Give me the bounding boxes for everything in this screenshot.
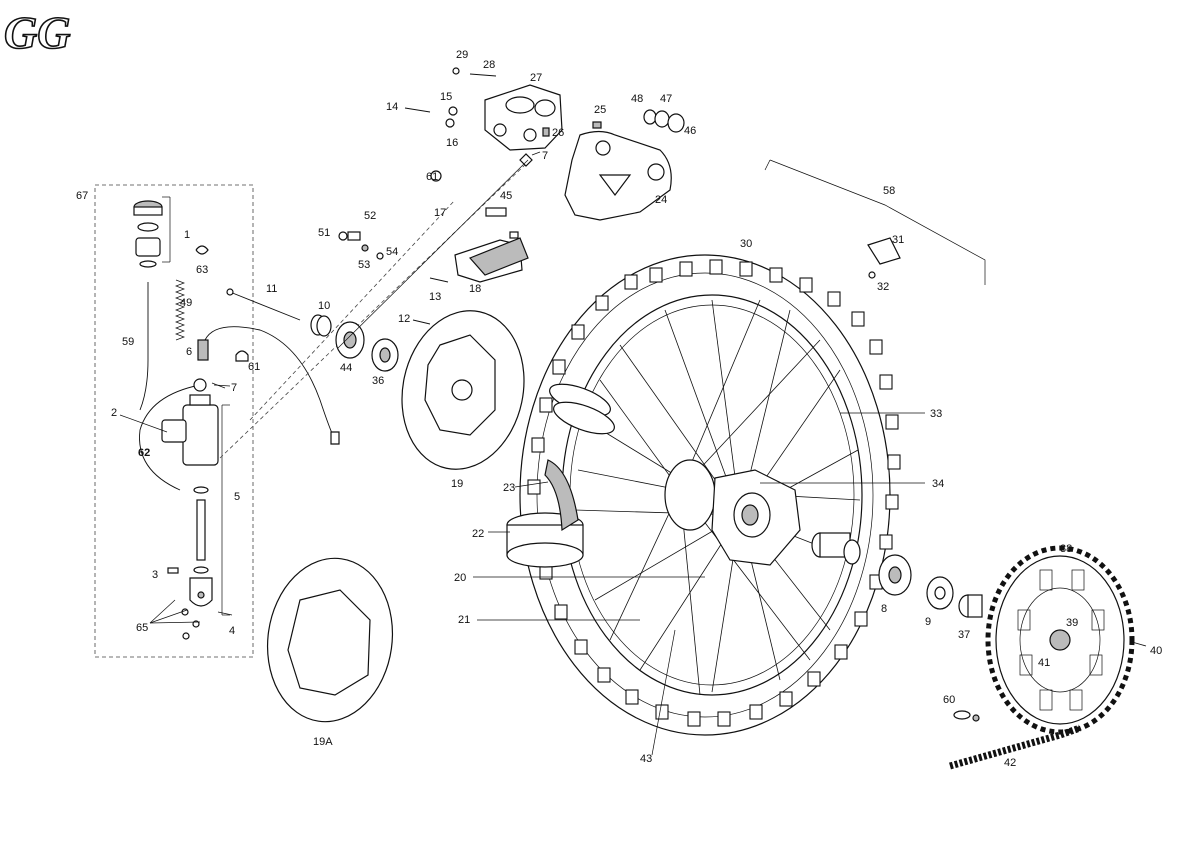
bearing-8 xyxy=(878,554,912,596)
callout-12: 12 xyxy=(398,313,410,325)
callout-36: 36 xyxy=(372,375,384,387)
chain-guard-piece xyxy=(867,237,901,279)
group-67-outline xyxy=(94,184,254,658)
seal-44 xyxy=(335,321,365,359)
callout-25: 25 xyxy=(594,104,606,116)
callout-10: 10 xyxy=(318,300,330,312)
callout-29: 29 xyxy=(456,49,468,61)
brake-disc-19 xyxy=(401,310,525,470)
rear-wheel xyxy=(519,254,901,736)
callout-26: 26 xyxy=(552,127,564,139)
callout-30: 30 xyxy=(740,238,752,250)
callout-38: 38 xyxy=(1060,543,1072,555)
callout-47: 47 xyxy=(660,93,672,105)
callout-41: 41 xyxy=(1038,657,1050,669)
spacer-37 xyxy=(958,594,983,618)
callout-45: 45 xyxy=(500,190,512,202)
callout-61b: 61 xyxy=(426,171,438,183)
callout-22: 22 xyxy=(472,528,484,540)
rim-tape-22 xyxy=(506,512,584,568)
callout-54: 54 xyxy=(386,246,398,258)
brand-logo: GG xyxy=(3,6,71,59)
callout-18: 18 xyxy=(469,283,481,295)
callout-39: 39 xyxy=(1066,617,1078,629)
rim-band xyxy=(549,383,615,435)
pad-pin xyxy=(338,231,384,260)
callout-11: 11 xyxy=(266,283,277,295)
callout-3: 3 xyxy=(152,569,158,581)
callout-61a: 61 xyxy=(248,361,260,373)
brake-caliper xyxy=(404,67,563,182)
callout-31: 31 xyxy=(892,234,904,246)
sprocket xyxy=(985,545,1135,735)
callout-13: 13 xyxy=(429,291,441,303)
bearing-36 xyxy=(371,338,399,372)
callout-62: 62 xyxy=(138,447,150,459)
callout-32: 32 xyxy=(877,281,889,293)
leader-lines xyxy=(119,151,925,756)
callout-8: 8 xyxy=(881,603,887,615)
callout-46: 46 xyxy=(684,125,696,137)
callout-9: 9 xyxy=(925,616,931,628)
callout-20: 20 xyxy=(454,572,466,584)
kit-58-bracket xyxy=(764,159,986,285)
callout-28: 28 xyxy=(483,59,495,71)
callout-17: 17 xyxy=(434,207,446,219)
callout-21: 21 xyxy=(458,614,470,626)
callout-53: 53 xyxy=(358,259,370,271)
callout-7b: 7 xyxy=(542,150,548,162)
callout-43: 43 xyxy=(640,753,652,765)
brake-hose xyxy=(204,326,336,441)
callout-44: 44 xyxy=(340,362,352,374)
callout-33: 33 xyxy=(930,408,942,420)
callout-24: 24 xyxy=(655,194,667,206)
spacer xyxy=(310,314,332,337)
inner-tube-23 xyxy=(544,459,579,532)
callout-40: 40 xyxy=(1150,645,1162,657)
callout-52: 52 xyxy=(364,210,376,222)
axle-spacer-right xyxy=(811,532,861,565)
callout-49: 49 xyxy=(180,297,192,309)
brake-pads xyxy=(454,207,529,283)
callout-23: 23 xyxy=(503,482,515,494)
callout-60: 60 xyxy=(943,694,955,706)
callout-58: 58 xyxy=(883,185,895,197)
callout-16: 16 xyxy=(446,137,458,149)
callout-15: 15 xyxy=(440,91,452,103)
callout-labels: 1 2 3 4 5 6 7 7 8 9 10 11 12 13 14 15 16… xyxy=(76,49,1162,769)
callout-19a: 19A xyxy=(313,736,333,748)
brake-disc-19a xyxy=(266,557,394,723)
svg-text:GG: GG xyxy=(4,7,70,58)
axle xyxy=(226,288,301,321)
callout-63: 63 xyxy=(196,264,208,276)
callout-27: 27 xyxy=(530,72,542,84)
callout-65: 65 xyxy=(136,622,148,634)
callout-5: 5 xyxy=(234,491,240,503)
callout-6: 6 xyxy=(186,346,192,358)
master-cylinder-group xyxy=(94,184,254,658)
callout-48: 48 xyxy=(631,93,643,105)
callout-34: 34 xyxy=(932,478,944,490)
caliper-bracket xyxy=(564,121,672,221)
callout-1: 1 xyxy=(184,229,190,241)
seal-9 xyxy=(926,576,954,610)
callout-51: 51 xyxy=(318,227,330,239)
callout-37: 37 xyxy=(958,629,970,641)
callout-59: 59 xyxy=(122,336,134,348)
callout-14: 14 xyxy=(386,101,398,113)
chain-master-link xyxy=(953,710,980,722)
callout-7a: 7 xyxy=(231,382,237,394)
callout-19: 19 xyxy=(451,478,463,490)
callout-67: 67 xyxy=(76,190,88,202)
washers xyxy=(643,109,685,133)
callout-2: 2 xyxy=(111,407,117,419)
callout-4: 4 xyxy=(229,625,235,637)
callout-42: 42 xyxy=(1004,757,1016,769)
